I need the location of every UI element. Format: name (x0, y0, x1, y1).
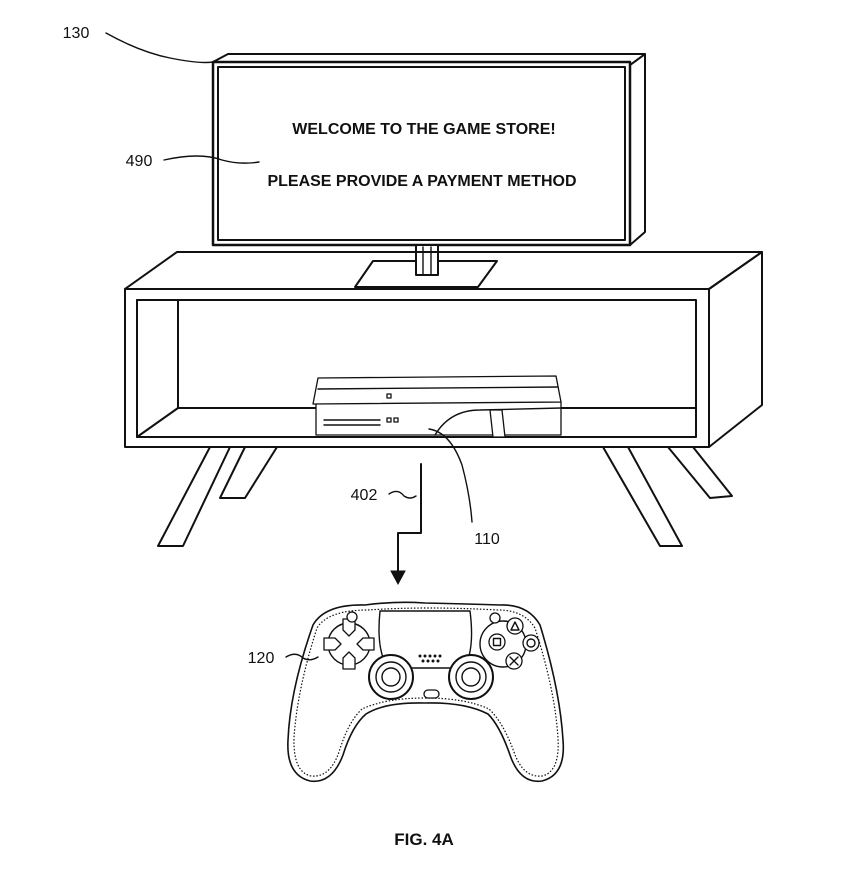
leg-back-left (219, 446, 278, 499)
controller-speaker (418, 654, 442, 663)
screen-welcome-text: WELCOME TO THE GAME STORE! (292, 121, 555, 138)
home-button (423, 689, 440, 699)
leader-120 (285, 653, 319, 661)
right-analog-stick (448, 654, 494, 700)
dpad-left (323, 637, 342, 651)
ref-490: 490 (126, 153, 153, 170)
reference-numerals: 130 490 110 402 120 (63, 25, 500, 667)
console-cutout-curve (434, 407, 562, 436)
signal-arrowhead (390, 570, 406, 586)
controller-texture (293, 607, 559, 777)
cabinet-opening (136, 299, 697, 438)
leg-back-right (667, 446, 733, 499)
leader-402 (388, 490, 417, 499)
console-port (386, 417, 392, 423)
cabinet-legs (157, 446, 733, 547)
dpad-down (342, 651, 356, 670)
controller-face-buttons (479, 612, 540, 670)
create-button (346, 611, 358, 623)
dpad-right (356, 637, 375, 651)
tv-side-panel (629, 53, 646, 246)
screen-payment-text: PLEASE PROVIDE A PAYMENT METHOD (267, 173, 576, 190)
left-analog-stick (368, 654, 414, 700)
circle-button (522, 634, 540, 652)
console-cover (312, 375, 562, 405)
console-port (393, 417, 399, 423)
signal-zigzag (397, 463, 422, 574)
cabinet-right-side (708, 251, 763, 448)
options-button (489, 612, 501, 624)
tv-cabinet (124, 251, 763, 448)
leg-front-right (602, 446, 683, 547)
console-foot (489, 409, 506, 438)
leader-130 (105, 32, 214, 64)
cabinet-front (124, 288, 710, 448)
leader-110 (428, 428, 473, 523)
ref-120: 120 (248, 650, 275, 667)
tv-neck (415, 244, 439, 276)
controller-dpad (323, 618, 375, 670)
triangle-button (506, 617, 524, 635)
game-console (312, 375, 562, 438)
leg-front-left (157, 446, 231, 547)
cabinet-inner-left-wall (136, 299, 179, 438)
wireless-signal-arrow (390, 463, 422, 586)
leader-490 (163, 155, 260, 164)
ref-402: 402 (351, 487, 378, 504)
figure-label: FIG. 4A (394, 830, 454, 849)
square-button (488, 633, 506, 651)
game-controller (287, 601, 565, 783)
tv-screen (217, 66, 626, 241)
ref-130: 130 (63, 25, 90, 42)
ref-110: 110 (474, 531, 500, 548)
television-display (211, 53, 646, 247)
console-button (386, 393, 392, 399)
